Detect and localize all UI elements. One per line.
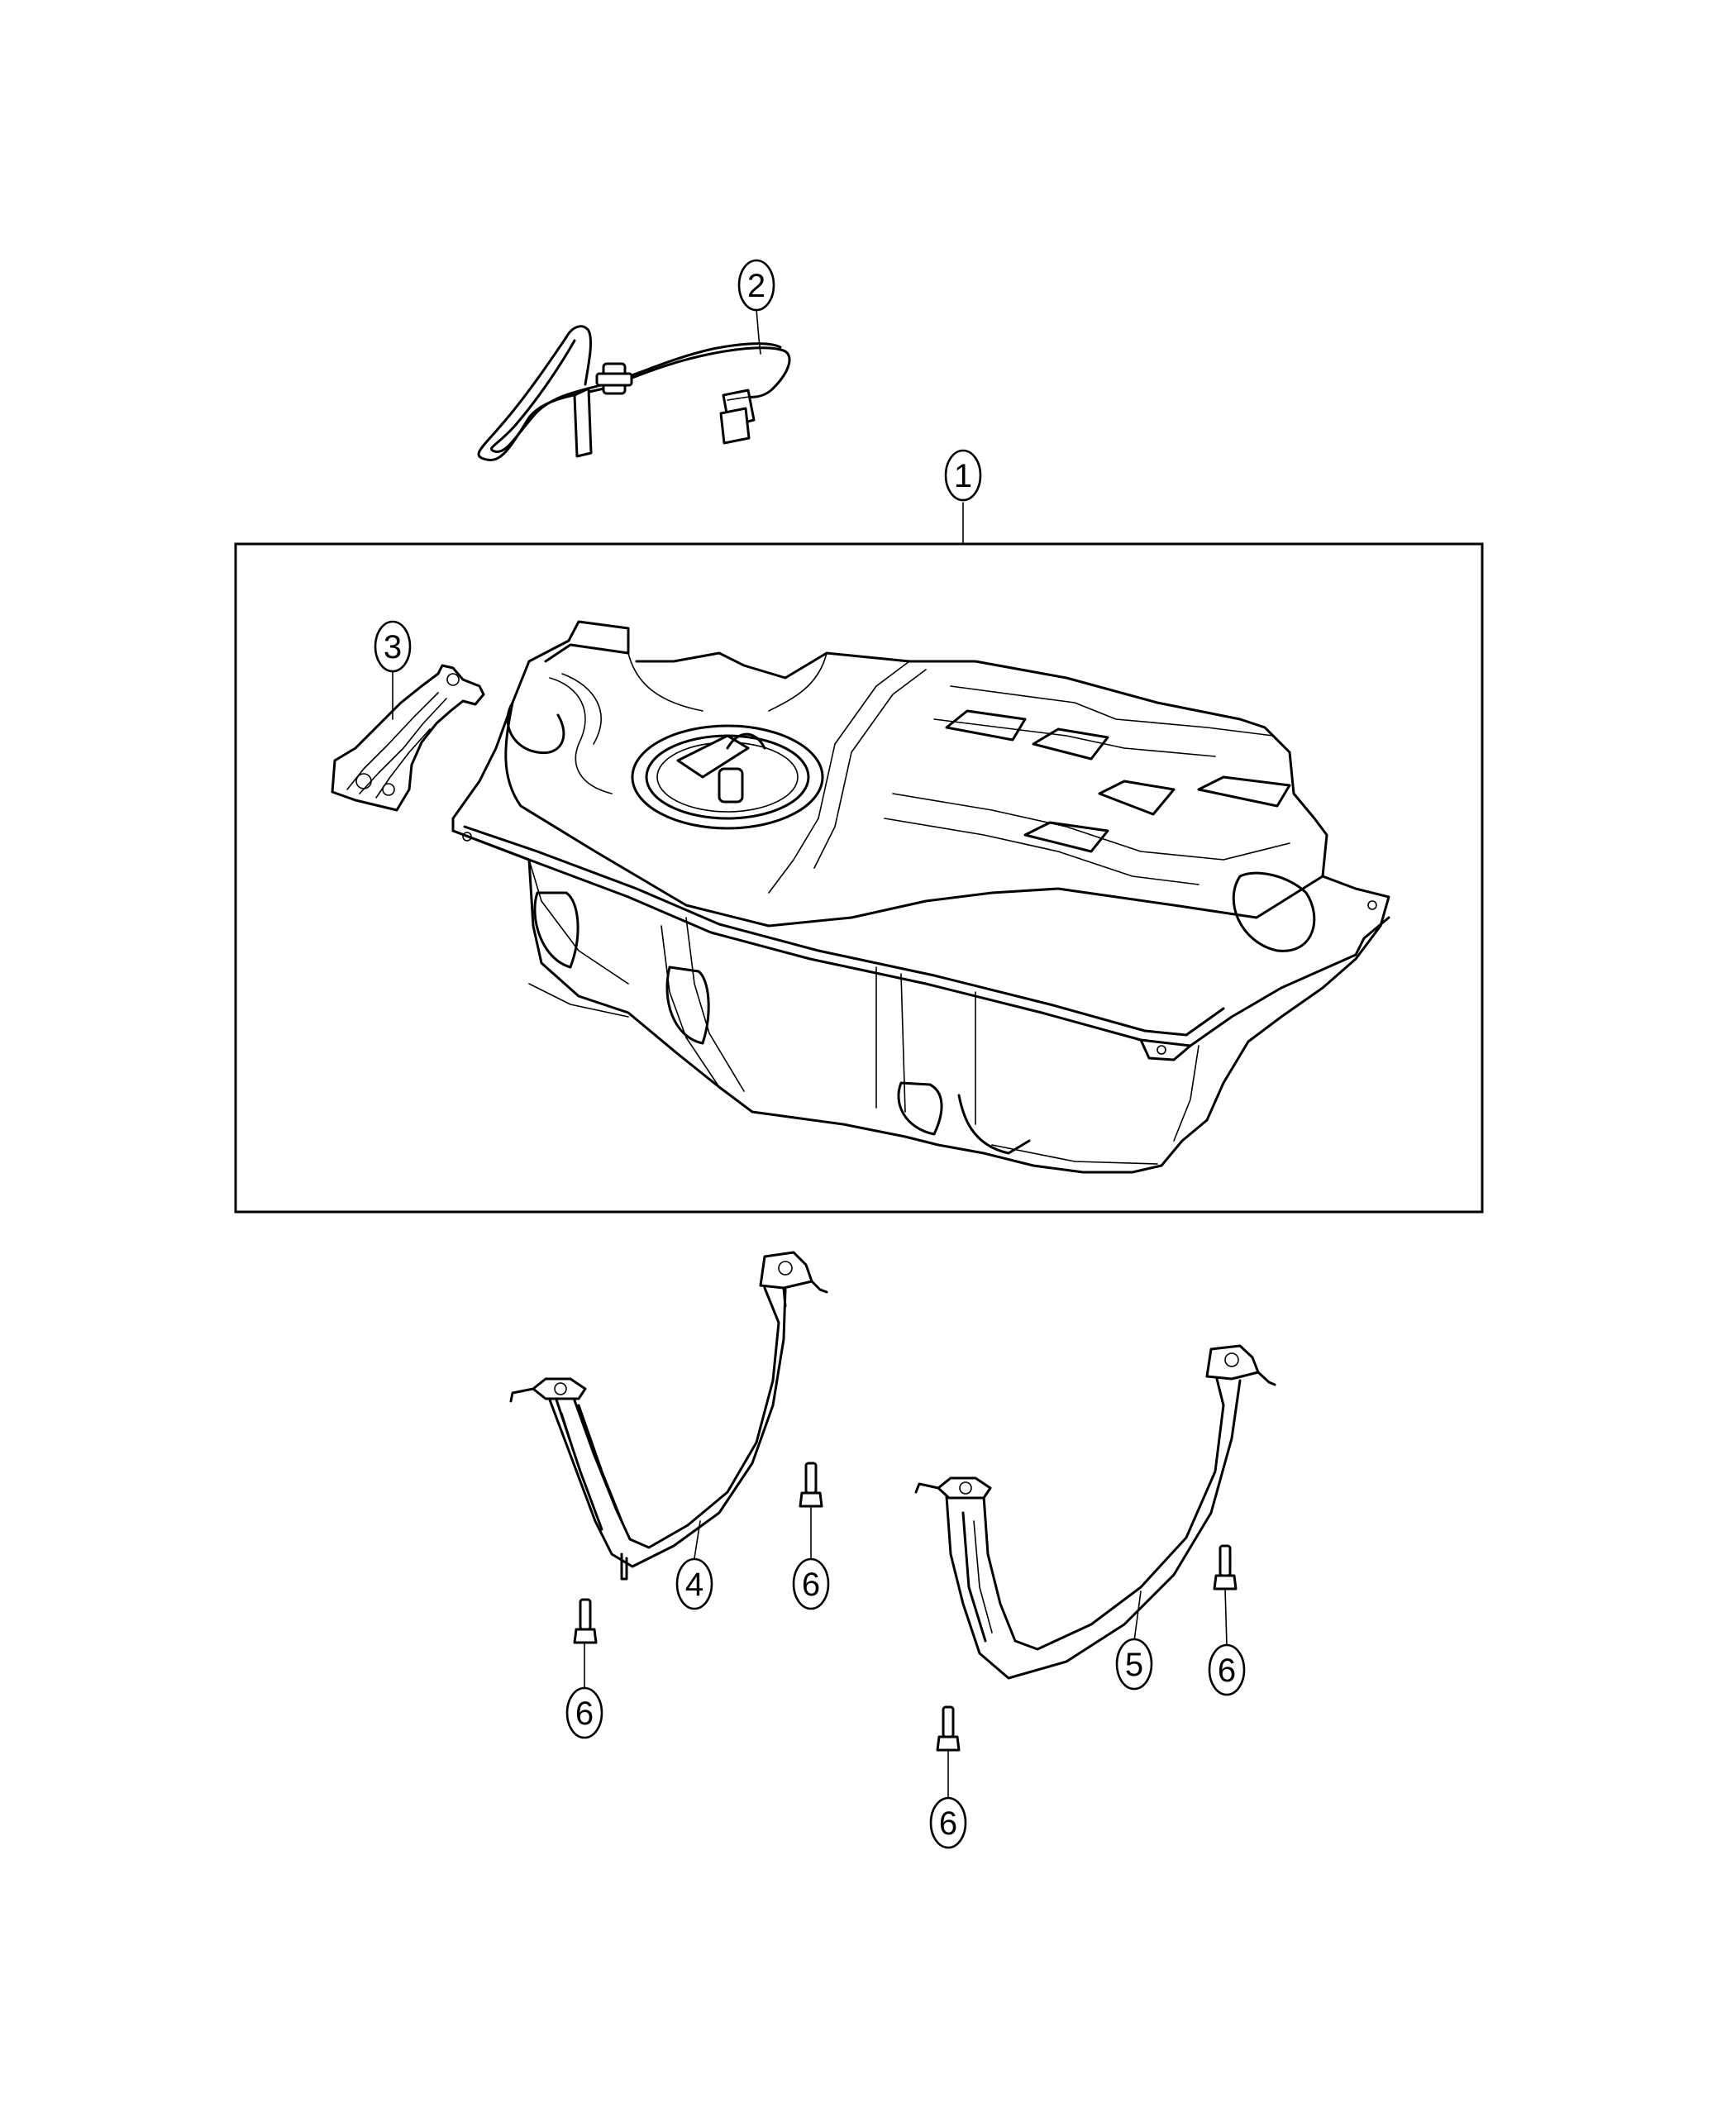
part-6-bolt-b [1213,1544,1238,1591]
svg-text:1: 1 [954,458,972,494]
part-1-fuel-tank [451,620,1390,1174]
part-6-bolt-c [573,1598,598,1644]
part-6-bolt-a [799,1462,823,1508]
svg-text:6: 6 [1218,1653,1236,1689]
svg-text:6: 6 [575,1695,594,1732]
part-3-bracket [331,664,485,812]
callout-4: 4 [675,1557,713,1610]
svg-text:5: 5 [1125,1647,1143,1683]
callout-6a: 6 [792,1557,830,1610]
callout-2: 2 [737,259,775,312]
callout-6b: 6 [1208,1643,1246,1696]
svg-text:6: 6 [802,1567,820,1603]
svg-text:2: 2 [747,268,765,304]
callout-6c: 6 [565,1686,603,1739]
part-4-strap [509,1251,828,1581]
callout-3: 3 [374,620,412,673]
svg-text:4: 4 [685,1567,703,1603]
callout-1: 1 [944,449,982,502]
part-6-bolt-d [936,1705,961,1752]
callout-5: 5 [1115,1638,1153,1691]
svg-text:6: 6 [939,1805,957,1842]
leader-lines [392,308,1228,1799]
part-5-strap [914,1344,1276,1680]
part-2-fuel-line [477,325,791,461]
callout-6d: 6 [929,1796,967,1849]
svg-text:3: 3 [384,629,402,665]
part-1-frame [234,542,1484,1214]
